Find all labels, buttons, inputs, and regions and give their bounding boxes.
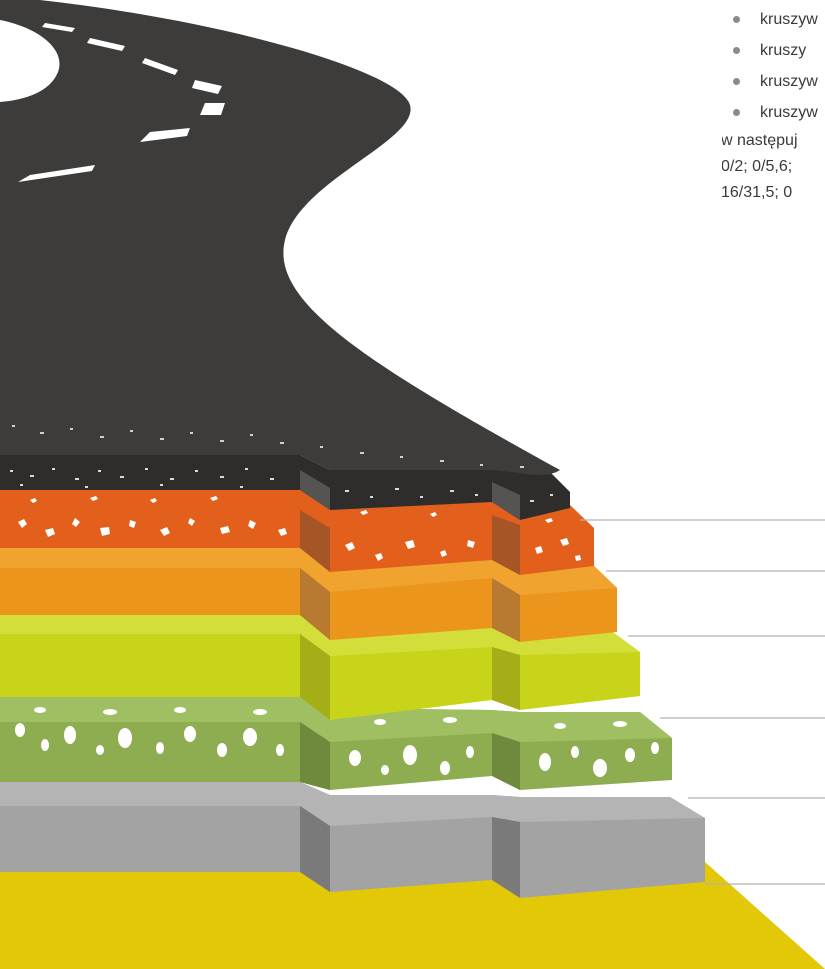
- base-course-layer: [0, 548, 617, 642]
- aggregate-description: kruszyw kruszy kruszyw kruszyw w następu…: [722, 4, 825, 294]
- improved-subgrade-layer: [0, 782, 705, 898]
- bullet-icon: [733, 47, 740, 54]
- aggregate-list: kruszyw kruszy kruszyw kruszyw: [722, 4, 825, 128]
- stabilized-stones: [15, 707, 659, 777]
- asphalt-surface: [0, 0, 560, 475]
- road-markings: [18, 23, 225, 182]
- stabilized-layer: [0, 697, 672, 790]
- bullet-icon: [733, 109, 740, 116]
- paragraph-line: w następuj: [722, 132, 798, 149]
- leader-lines: [580, 519, 825, 885]
- paragraph-line: 16/31,5; 0: [722, 184, 793, 201]
- list-item: kruszyw: [722, 66, 825, 97]
- bullet-icon: [733, 78, 740, 85]
- binder-aggregate: [18, 496, 581, 561]
- list-item: kruszy: [722, 35, 825, 66]
- bullet-icon: [733, 16, 740, 23]
- paragraph-line: 0/2; 0/5,6;: [722, 158, 793, 175]
- wearing-course-layer: [0, 455, 570, 520]
- list-item: kruszyw: [722, 97, 825, 128]
- binder-course-layer: [0, 490, 594, 575]
- subbase-layer: [0, 615, 640, 720]
- list-item: kruszyw: [722, 4, 825, 35]
- surface-texture: [12, 425, 524, 468]
- wearing-aggregate: [10, 468, 553, 502]
